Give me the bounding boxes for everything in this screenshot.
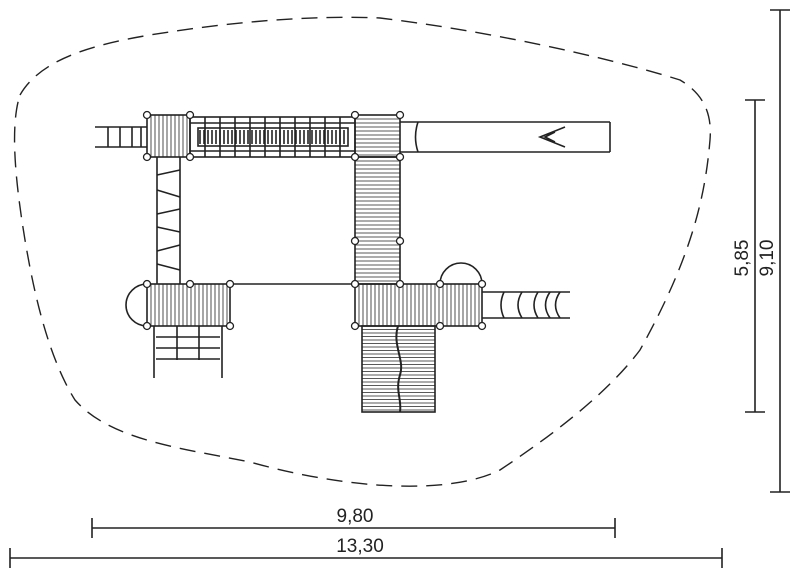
post-marker — [185, 152, 195, 162]
post-marker — [477, 279, 487, 289]
dim-width-inner: 9,80 — [337, 506, 374, 527]
post-marker — [477, 321, 487, 331]
post-marker — [350, 236, 360, 246]
ladder-bottom-left — [153, 326, 223, 378]
post-marker — [185, 110, 195, 120]
dimension-line-width-inner — [91, 518, 616, 538]
post-marker — [225, 321, 235, 331]
post-marker — [395, 279, 405, 289]
ramp-bottom — [361, 325, 436, 413]
post-marker — [142, 279, 152, 289]
dimension-line-height-inner — [745, 99, 765, 413]
dim-height-outer: 9,10 — [757, 240, 778, 277]
dim-height-inner: 5,85 — [732, 240, 753, 277]
post-marker — [395, 110, 405, 120]
bridge-top — [189, 116, 356, 158]
post-marker — [350, 279, 360, 289]
ladder-top-left — [95, 126, 147, 148]
arch-panel — [439, 262, 483, 285]
post-marker — [185, 279, 195, 289]
post-marker — [395, 236, 405, 246]
slide-top-right — [400, 121, 611, 153]
post-marker — [225, 279, 235, 289]
post-marker — [142, 110, 152, 120]
safety-zone-boundary — [13, 16, 712, 487]
post-marker — [435, 321, 445, 331]
dimension-line-height-outer — [770, 9, 790, 493]
post-marker — [350, 110, 360, 120]
post-marker — [395, 152, 405, 162]
post-marker — [142, 152, 152, 162]
post-marker — [142, 321, 152, 331]
platform-top-left — [146, 114, 191, 158]
post-marker — [350, 321, 360, 331]
dimension-line-width-outer — [9, 548, 723, 568]
half-round-panel-left — [125, 283, 148, 327]
post-marker — [435, 279, 445, 289]
post-marker — [350, 152, 360, 162]
tube-slide-right — [482, 291, 570, 319]
platform-bottom-left — [146, 283, 231, 327]
climbing-net — [156, 157, 181, 284]
dim-width-outer: 13,30 — [336, 536, 384, 557]
